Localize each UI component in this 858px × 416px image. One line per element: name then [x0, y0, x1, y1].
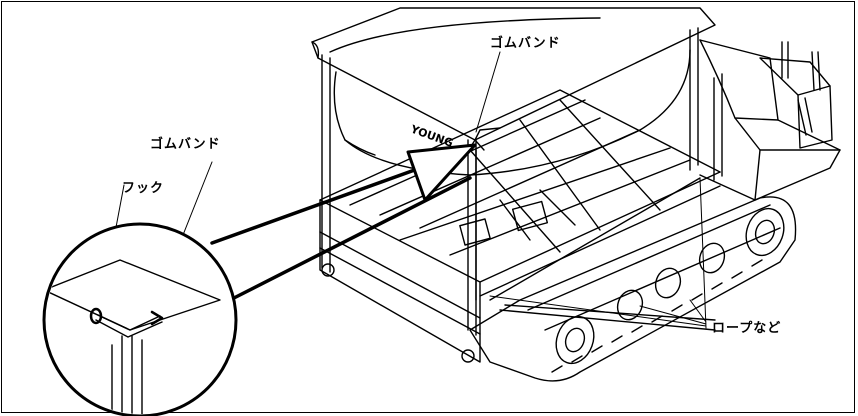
cover-sheet [311, 7, 716, 151]
magnification-callout [210, 143, 477, 302]
carrier-bed [319, 89, 721, 363]
rope-label: ロープなど [712, 321, 782, 336]
corner-posts [321, 27, 723, 336]
detail-circle [42, 222, 238, 416]
rubber-band-label-left: ゴムバンド [150, 137, 221, 152]
hook-label: フック [122, 181, 165, 196]
crawler-track [469, 196, 797, 382]
rubber-band-label-top: ゴムバンド [490, 36, 561, 51]
ropes [475, 149, 716, 331]
rear-body [699, 39, 841, 201]
track-wheels [555, 207, 785, 365]
